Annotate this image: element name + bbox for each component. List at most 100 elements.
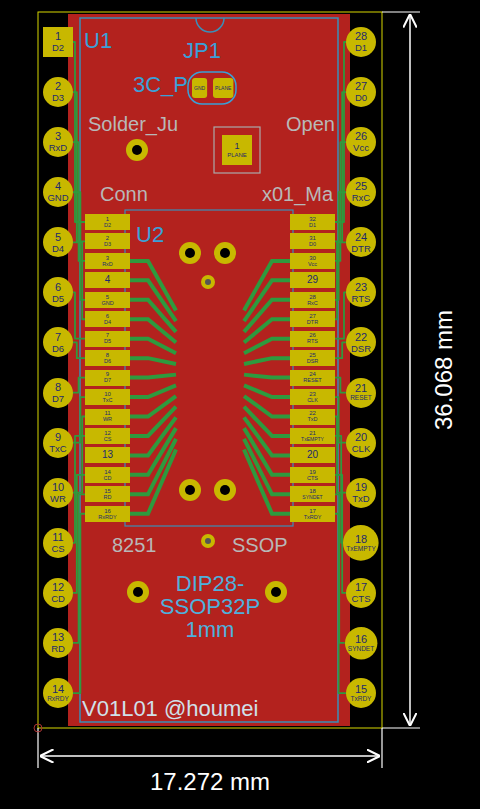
pad-copper — [85, 506, 130, 522]
pin-number: 11 — [104, 410, 110, 416]
pin-number: 27 — [309, 313, 316, 319]
dimension-value: 36.068 mm — [432, 310, 456, 430]
ssop-pad: 5GND — [85, 292, 130, 308]
fanout-trace — [130, 450, 176, 514]
copper-trace — [335, 378, 346, 393]
pad-copper — [290, 506, 335, 522]
pin-number: 21 — [309, 430, 316, 436]
pin-number: 3 — [106, 255, 109, 261]
via-hole — [132, 145, 142, 155]
pin-number: 5 — [106, 294, 109, 300]
ssop-pad: 32D1 — [290, 214, 335, 230]
pad-copper — [346, 478, 376, 508]
pin-name: CTS — [352, 594, 371, 604]
dip-pad: 14RxRDY — [43, 678, 73, 708]
pin-number: 15 — [104, 488, 111, 494]
pin-number: 17 — [309, 508, 316, 514]
pin-name: 13 — [102, 450, 113, 460]
via — [126, 139, 148, 161]
fanout-trace — [244, 407, 290, 436]
pin-number: 2 — [55, 81, 61, 92]
pin-name: RD — [104, 495, 112, 501]
part-reference: JP1 — [183, 40, 221, 62]
pin-name: RxD — [102, 262, 113, 268]
pad-copper — [346, 27, 376, 57]
pin-name: GND — [101, 301, 113, 307]
fanout-trace — [244, 358, 290, 364]
pad-copper — [85, 409, 130, 425]
pin-number: 25 — [355, 181, 367, 192]
ssop-pad: 26RTS — [290, 331, 335, 347]
pad-copper — [43, 177, 73, 207]
dip-pad: 23RTS — [346, 277, 376, 307]
pin-number: 28 — [355, 31, 367, 42]
pin-number: 23 — [309, 391, 316, 397]
pin-name: D2 — [104, 223, 111, 229]
pin-name: D7 — [52, 394, 64, 404]
pad-copper — [43, 77, 73, 107]
part-value: x01_Ma — [262, 184, 333, 204]
pin-number: 1 — [234, 142, 239, 151]
copper-pour — [68, 14, 350, 726]
pin-number: 27 — [355, 81, 367, 92]
pin-number: 3 — [55, 131, 61, 142]
pad-copper — [290, 389, 335, 405]
via — [201, 275, 215, 289]
pad-copper — [346, 327, 376, 357]
ssop-pad: 31D0 — [290, 233, 335, 249]
pin-name: WR — [50, 494, 66, 504]
fanout-trace — [244, 375, 290, 378]
pad-copper — [346, 77, 376, 107]
pin-name: RxC — [307, 301, 318, 307]
pad-copper — [346, 678, 376, 708]
pin-name: WR — [103, 417, 112, 423]
pin-name: GND — [194, 86, 205, 91]
pin-number: 32 — [309, 216, 316, 222]
part-value: Open — [286, 114, 335, 134]
pin-name: RTS — [352, 294, 371, 304]
pad-copper — [290, 370, 335, 386]
dip-pad: 26Vcc — [346, 127, 376, 157]
jumper-pad: GND — [192, 78, 207, 98]
ssop-pad: 20 — [290, 447, 335, 463]
pin-name: CD — [51, 594, 65, 604]
pad-copper — [43, 27, 73, 57]
dip-pad: 3RxD — [43, 127, 73, 157]
pad-copper — [290, 350, 335, 366]
ssop-pad: 24RESET — [290, 370, 335, 386]
pad-copper — [290, 292, 335, 308]
pin-number: 10 — [104, 391, 111, 397]
pad-copper — [43, 528, 73, 558]
pad-copper — [85, 447, 130, 463]
ssop-pad: 2D3 — [85, 233, 130, 249]
origin-mark — [34, 724, 42, 732]
pad-copper — [43, 678, 73, 708]
pin-number: 28 — [309, 294, 316, 300]
pin-name: D1 — [309, 223, 316, 229]
pin-name: CLK — [352, 444, 370, 454]
copper-trace — [335, 292, 346, 338]
dip-pad: 24DTR — [346, 227, 376, 257]
pad-copper — [85, 428, 130, 444]
pin-name: D1 — [355, 43, 367, 53]
copper-trace — [73, 292, 85, 338]
pin-name: TxEMPTY — [346, 546, 376, 553]
pin-name: 20 — [307, 450, 318, 460]
ssop-pad: 3RxD — [85, 253, 130, 269]
pad-copper — [43, 277, 73, 307]
pin-name: D3 — [52, 93, 64, 103]
pin-number: 26 — [309, 332, 316, 338]
pin-name: 29 — [307, 275, 318, 285]
pad-copper — [85, 311, 130, 327]
via — [214, 479, 236, 501]
fanout-trace — [130, 407, 176, 436]
part-value: 8251 — [112, 535, 157, 555]
fanout-trace — [244, 385, 290, 397]
pin-number: 19 — [355, 482, 367, 493]
via-hole — [220, 485, 230, 495]
pad-copper — [85, 331, 130, 347]
pin-number: 12 — [52, 582, 64, 593]
pin-number: 24 — [309, 371, 316, 377]
pad-copper — [43, 628, 73, 658]
